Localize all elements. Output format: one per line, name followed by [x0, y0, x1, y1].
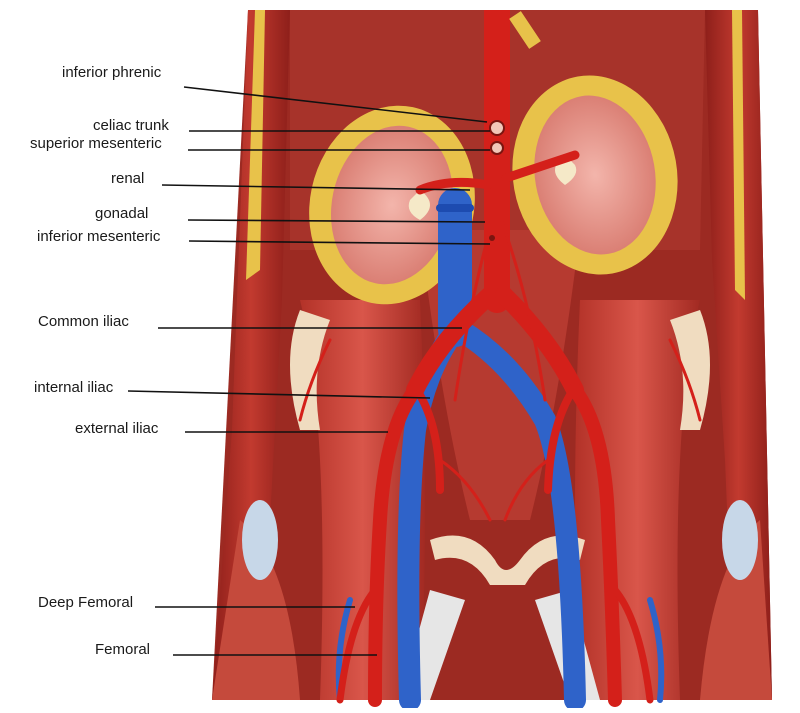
label-inferior-phrenic: inferior phrenic	[62, 64, 162, 81]
label-celiac-trunk: celiac trunk	[93, 117, 169, 134]
left-kidney	[309, 105, 475, 305]
leader-inferior-phrenic	[183, 86, 488, 123]
label-common-iliac: Common iliac	[38, 313, 129, 330]
label-gonadal: gonadal	[95, 205, 149, 222]
label-inferior-mesenteric: inferior mesenteric	[37, 228, 161, 245]
branch-stumps	[484, 10, 541, 241]
label-external-iliac: external iliac	[75, 420, 159, 437]
leader-gonadal	[187, 219, 486, 223]
label-femoral: Femoral	[95, 641, 151, 658]
label-superior-mesenteric: superior mesenteric	[30, 135, 162, 152]
leader-internal-iliac	[127, 390, 431, 399]
label-renal: renal	[111, 170, 145, 187]
right-kidney	[512, 75, 678, 275]
aorta-and-arteries	[298, 57, 702, 707]
label-internal-iliac: internal iliac	[34, 379, 114, 396]
leader-inferior-mesenteric	[188, 240, 491, 245]
label-deep-femoral: Deep Femoral	[38, 594, 134, 611]
leader-lines	[127, 86, 491, 656]
leader-renal	[161, 184, 471, 191]
